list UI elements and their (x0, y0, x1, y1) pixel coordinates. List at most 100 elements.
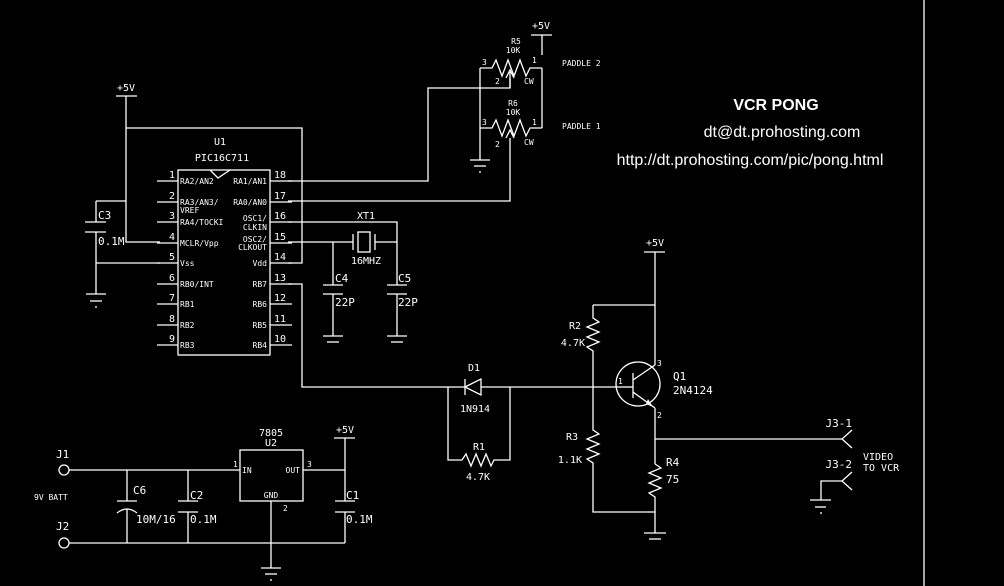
u1-pin-number: 9 (169, 334, 175, 345)
u1-pin-number: 12 (274, 293, 286, 304)
d1-diode: D1 1N914 (448, 363, 620, 415)
u1-pin-name: MCLR/Vpp (180, 239, 219, 248)
u1-pin-name: RA1/AN1 (233, 177, 267, 186)
svg-text:3: 3 (657, 359, 662, 368)
u1-pin-number: 1 (169, 170, 175, 181)
svg-text:R5: R5 (511, 37, 521, 46)
svg-text:TO VCR: TO VCR (863, 463, 900, 474)
svg-text:R2: R2 (569, 321, 581, 332)
svg-text:C5: C5 (398, 272, 411, 285)
svg-text:IN: IN (242, 466, 252, 475)
u1-pin-name: RA0/AN0 (233, 198, 267, 207)
svg-text:+5V: +5V (646, 238, 664, 249)
svg-text:10K: 10K (506, 46, 521, 55)
u1-right-pins: 18RA1/AN117RA0/AN016OSC1/15OSC2/14Vdd13R… (233, 170, 292, 350)
u1-pin16-clkin: CLKIN (243, 223, 267, 232)
u1-pin-name: RB3 (180, 341, 195, 350)
u1-pin-number: 7 (169, 293, 175, 304)
u1-pin-name: RB0/INT (180, 280, 214, 289)
c5-capacitor: C5 22P (387, 243, 418, 343)
ground-symbol-pots (470, 159, 490, 173)
svg-text:C1: C1 (346, 489, 359, 502)
svg-text:7805: 7805 (259, 428, 283, 439)
u1-pin-number: 6 (169, 273, 175, 284)
u1-pin-name: RA4/TOCKI (180, 218, 224, 227)
svg-text:1.1K: 1.1K (558, 455, 582, 466)
svg-text:CW: CW (524, 77, 534, 86)
u1-pin-number: 4 (169, 232, 175, 243)
u1-pin-name: RB7 (253, 280, 268, 289)
c2-capacitor: C2 0.1M (178, 470, 217, 543)
r2-resistor: R2 4.7K (561, 304, 655, 387)
u1-part: PIC16C711 (195, 153, 249, 164)
svg-text:1: 1 (618, 377, 623, 386)
u1-pin-name: OSC1/ (243, 214, 267, 223)
u1-pin-name: RA2/AN2 (180, 177, 214, 186)
j3-video-connector: J3-1 J3-2 VIDEO TO VCR (810, 417, 900, 514)
battery-label: 9V BATT (34, 493, 68, 502)
u1-pin-name: Vss (180, 259, 195, 268)
u1-pin-number: 16 (274, 211, 286, 222)
svg-text:1N914: 1N914 (460, 404, 490, 415)
svg-text:+5V: +5V (117, 83, 135, 94)
u1-pin-number: 2 (169, 191, 175, 202)
u1-pin-number: 10 (274, 334, 286, 345)
c4-capacitor: C4 22P (323, 242, 355, 343)
svg-text:3: 3 (307, 460, 312, 469)
schematic-title: VCR PONG (733, 97, 818, 114)
j1-battery-terminal[interactable]: J1 (56, 448, 70, 476)
ground-symbol-q1 (644, 532, 666, 540)
project-url: http://dt.prohosting.com/pic/pong.html (617, 152, 884, 169)
svg-text:C6: C6 (133, 484, 146, 497)
svg-text:4.7K: 4.7K (466, 472, 490, 483)
svg-text:D1: D1 (468, 363, 480, 374)
u1-pin15-clkout: CLKOUT (238, 243, 267, 252)
u1-pin-number: 14 (274, 252, 286, 263)
svg-text:J1: J1 (56, 448, 69, 461)
svg-text:0.1M: 0.1M (190, 513, 217, 526)
u1-pin-number: 8 (169, 314, 175, 325)
c3-capacitor: C3 0.1M (85, 200, 126, 294)
j2-battery-terminal[interactable]: J2 (56, 520, 70, 549)
u2-regulator: 7805 U2 IN OUT GND 1 3 2 (233, 428, 312, 581)
u1-pin-name: RB5 (253, 321, 268, 330)
c3-ref: C3 (98, 209, 111, 222)
r6-potentiometer: R6 10K 3 2 1 CW PADDLE 1 (480, 99, 601, 149)
paddle2-label: PADDLE 2 (562, 59, 601, 68)
u1-pin-name: Vdd (253, 259, 268, 268)
r5-potentiometer: R5 10K 3 2 1 CW PADDLE 2 (480, 37, 601, 88)
wire-pin17-paddle1 (288, 138, 511, 202)
u1-pin-name: RB1 (180, 300, 195, 309)
xt1-crystal: XT1 16MHZ (351, 211, 397, 267)
power-5v-pots: +5V (531, 21, 552, 36)
svg-text:J3-1: J3-1 (826, 417, 853, 430)
svg-text:0.1M: 0.1M (346, 513, 373, 526)
wire-osc1 (288, 221, 398, 243)
svg-text:R4: R4 (666, 456, 680, 469)
svg-text:VIDEO: VIDEO (863, 452, 893, 463)
svg-text:OUT: OUT (286, 466, 301, 475)
u1-pin-number: 17 (274, 191, 286, 202)
c3-value: 0.1M (98, 235, 125, 248)
power-5v-regulator: +5V (334, 425, 355, 439)
u1-pin-number: 13 (274, 273, 286, 284)
r4-resistor: R4 75 (647, 456, 680, 533)
u1-pin-name: RB6 (253, 300, 268, 309)
u1-pin-name: OSC2/ (243, 235, 267, 244)
u1-pin-number: 3 (169, 211, 175, 222)
svg-text:CW: CW (524, 138, 534, 147)
svg-text:C2: C2 (190, 489, 203, 502)
svg-text:R6: R6 (508, 99, 518, 108)
u1-pin2-vref: VREF (180, 206, 199, 215)
svg-text:1: 1 (532, 56, 537, 65)
c1-capacitor: C1 0.1M (335, 438, 373, 543)
